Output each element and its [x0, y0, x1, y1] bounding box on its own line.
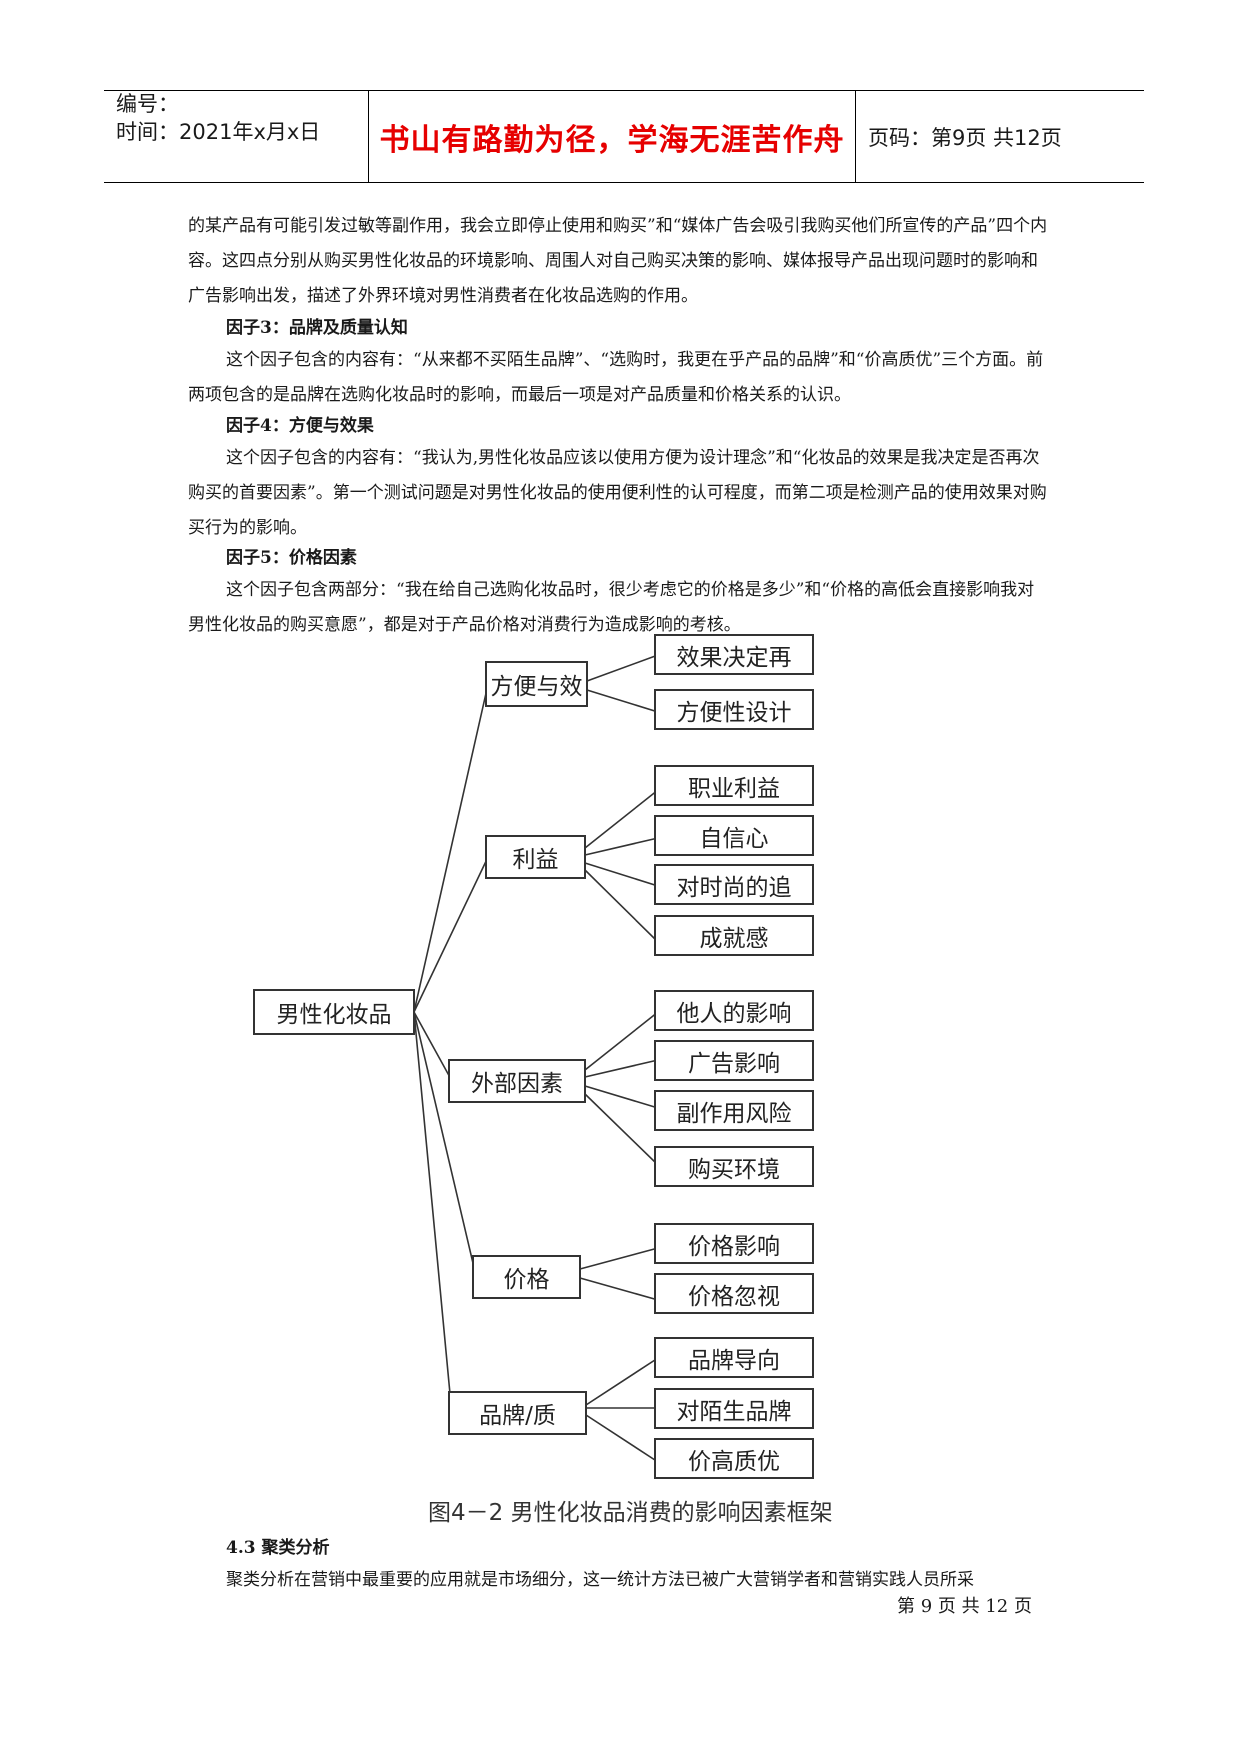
- diagram-leaf-node: 成就感: [654, 915, 814, 956]
- header-top-rule: [104, 90, 1144, 91]
- header-bottom-rule: [104, 182, 1144, 183]
- figure-caption: 图4－2 男性化妆品消费的影响因素框架: [428, 1500, 833, 1526]
- factor-4-heading: 因子4：方便与效果: [226, 416, 374, 436]
- diagram-leaf-node: 对时尚的追: [654, 864, 814, 905]
- diagram-group-node: 外部因素: [448, 1059, 586, 1103]
- header-divider: [368, 90, 369, 183]
- connector-line: [586, 654, 659, 682]
- connector-line: [584, 1093, 659, 1166]
- diagram-root-node: 男性化妆品: [253, 989, 415, 1035]
- connector-line: [413, 1011, 453, 1082]
- paragraph: 聚类分析在营销中最重要的应用就是市场细分，这一统计方法已被广大营销学者和营销实践…: [226, 1570, 974, 1590]
- diagram-group-node: 方便与效: [485, 661, 588, 707]
- diagram-leaf-node: 副作用风险: [654, 1090, 814, 1131]
- diagram-leaf-node: 价高质优: [654, 1438, 814, 1479]
- diagram-group-node: 价格: [472, 1255, 581, 1299]
- connector-line: [586, 689, 659, 713]
- factor-3-heading: 因子3：品牌及质量认知: [226, 318, 408, 338]
- diagram-leaf-node: 职业利益: [654, 765, 814, 806]
- diagram-group-node: 品牌/质: [448, 1391, 587, 1435]
- connector-line: [413, 679, 490, 1013]
- connector-line: [584, 789, 659, 849]
- paragraph: 这个因子包含两部分：“我在给自己选购化妆品时，很少考虑它的价格是多少”和“价格的…: [188, 580, 1035, 635]
- diagram-leaf-node: 他人的影响: [654, 990, 814, 1031]
- connector-line: [413, 1011, 453, 1416]
- paragraph: 这个因子包含的内容有：“我认为,男性化妆品应该以使用方便为设计理念”和“化妆品的…: [188, 448, 1047, 538]
- connector-line: [579, 1247, 659, 1270]
- connector-line: [584, 1059, 659, 1078]
- document-number-label: 编号：: [116, 92, 179, 116]
- header-meta: 编号： 时间：2021年x月x日: [116, 90, 320, 146]
- diagram-group-node: 利益: [485, 835, 586, 879]
- diagram-leaf-node: 方便性设计: [654, 689, 814, 730]
- page-footer: 第 9 页 共 12 页: [897, 1596, 1032, 1617]
- connector-line: [585, 1414, 659, 1463]
- connector-line: [585, 1357, 659, 1406]
- paragraph: 的某产品有可能引发过敏等副作用，我会立即停止使用和购买”和“媒体广告会吸引我购买…: [188, 216, 1048, 306]
- diagram-leaf-node: 效果决定再: [654, 634, 814, 675]
- diagram-leaf-node: 对陌生品牌: [654, 1388, 814, 1429]
- diagram-leaf-node: 价格忽视: [654, 1273, 814, 1314]
- connector-line: [584, 837, 659, 856]
- header-motto: 书山有路勤为径，学海无涯苦作舟: [379, 122, 845, 158]
- connector-line: [584, 862, 659, 887]
- header-page-label: 页码：第9页 共12页: [868, 125, 1062, 150]
- diagram-leaf-node: 自信心: [654, 815, 814, 856]
- diagram-leaf-node: 品牌导向: [654, 1337, 814, 1378]
- connector-line: [579, 1277, 659, 1301]
- page-header: 编号： 时间：2021年x月x日 书山有路勤为径，学海无涯苦作舟 页码：第9页 …: [104, 90, 1144, 183]
- section-heading: 4.3 聚类分析: [226, 1538, 330, 1558]
- diagram-leaf-node: 价格影响: [654, 1223, 814, 1264]
- connector-line: [413, 854, 490, 1013]
- connector-line: [413, 1011, 477, 1277]
- connector-line: [584, 1085, 659, 1109]
- document-time-label: 时间：2021年x月x日: [116, 120, 321, 144]
- paragraph: 这个因子包含的内容有：“从来都不买陌生品牌”、“选购时，我更在乎产品的品牌”和“…: [188, 350, 1044, 405]
- factor-5-heading: 因子5：价格因素: [226, 548, 357, 568]
- diagram-leaf-node: 购买环境: [654, 1146, 814, 1187]
- header-divider: [855, 90, 856, 183]
- connector-line: [584, 1011, 659, 1071]
- diagram-leaf-node: 广告影响: [654, 1040, 814, 1081]
- connector-line: [584, 869, 659, 943]
